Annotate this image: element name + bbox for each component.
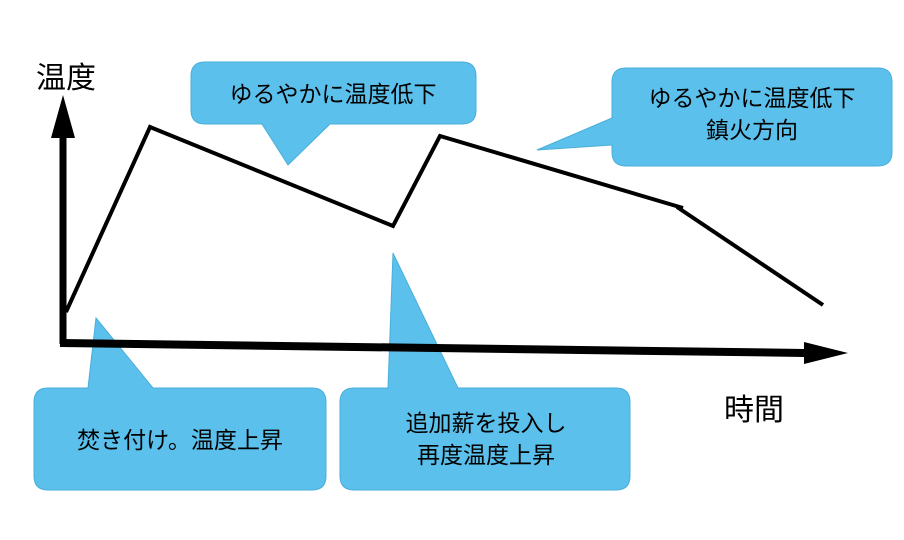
- callout-slow-drop-1-bubble: [190, 61, 477, 166]
- callout-slow-drop-2-bubble: [536, 67, 893, 167]
- callout-refuel-bubble: [339, 252, 631, 491]
- callout-refuel-text-line2: 再度温度上昇: [417, 443, 555, 469]
- x-axis-label: 時間: [724, 393, 784, 428]
- callout-refuel-text-line1: 追加薪を投入し: [406, 411, 567, 437]
- temperature-curve: [64, 124, 825, 313]
- callout-slow-drop-1-text: ゆるやかに温度低下: [230, 82, 437, 108]
- temperature-line-segment-2: [675, 205, 825, 307]
- temperature-line-segment-1: [64, 124, 684, 313]
- callout-ignition-bubble: [33, 316, 327, 491]
- x-axis: [59, 339, 806, 357]
- callout-ignition-text: 焚き付け。温度上昇: [77, 428, 283, 454]
- callout-refuel: 追加薪を投入し 再度温度上昇: [339, 252, 631, 491]
- callout-slow-drop-2-text-line2: 鎮火方向: [706, 118, 798, 144]
- y-axis-arrowhead: [51, 95, 75, 138]
- x-axis-arrowhead: [804, 342, 848, 364]
- callout-slow-drop-2-text-line1: ゆるやかに温度低下: [649, 86, 856, 112]
- axes: [51, 95, 848, 364]
- callout-slow-drop-1: ゆるやかに温度低下: [190, 61, 477, 166]
- y-axis-label: 温度: [36, 61, 96, 96]
- callout-ignition: 焚き付け。温度上昇: [33, 316, 327, 491]
- callout-slow-drop-2: ゆるやかに温度低下 鎮火方向: [536, 67, 893, 167]
